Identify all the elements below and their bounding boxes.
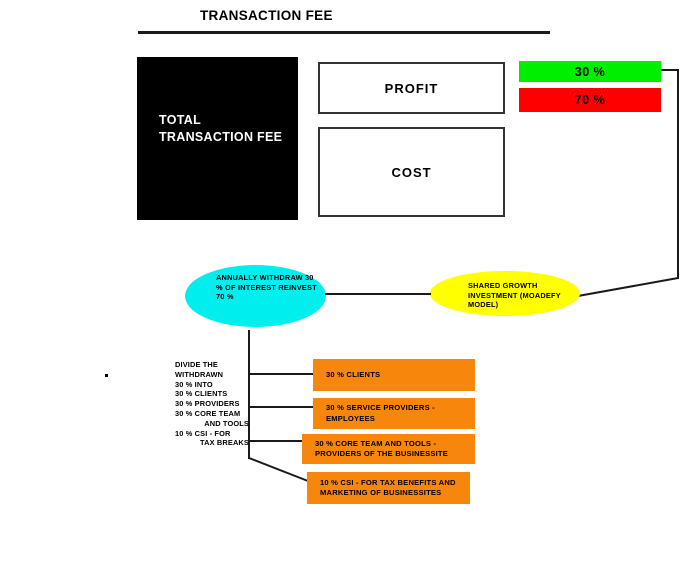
title-underline (138, 31, 550, 34)
allocation-box-clients: 30 % CLIENTS (313, 359, 475, 391)
divide-note-line-4: 30 % CLIENTS (175, 389, 228, 399)
connector-trunk-to-box-2 (248, 406, 314, 408)
cost-share-bar-red: 70 % (519, 88, 661, 112)
divide-note-line-5: 30 % PROVIDERS (175, 399, 240, 409)
connector-trunk-to-box-4 (248, 457, 309, 482)
shared-growth-investment-node: SHARED GROWTH INVESTMENT (MOADEFY MODEL) (430, 271, 580, 316)
page-title: TRANSACTION FEE (200, 8, 333, 23)
divide-note-line-6: 30 % CORE TEAM (175, 408, 241, 418)
divide-note-line-8: 10 % CSI - FOR (175, 428, 231, 438)
divide-note-line-9: TAX BREAKS (200, 438, 249, 448)
cost-box: COST (318, 127, 505, 217)
connector-trunk (248, 340, 250, 459)
allocation-box-csi: 10 % CSI - FOR TAX BENEFITS AND MARKETIN… (307, 472, 470, 504)
allocation-box-service-providers-label: 30 % SERVICE PROVIDERS - EMPLOYEES (326, 403, 435, 423)
cost-share-percent-label: 70 % (574, 93, 606, 107)
annual-withdraw-node: ANNUALLY WITHDRAW 30 % OF INTEREST REINV… (185, 265, 326, 327)
profit-box: PROFIT (318, 62, 505, 114)
allocation-box-service-providers: 30 % SERVICE PROVIDERS - EMPLOYEES (313, 398, 475, 429)
allocation-box-csi-label: 10 % CSI - FOR TAX BENEFITS AND MARKETIN… (320, 477, 456, 498)
profit-label: PROFIT (384, 80, 439, 96)
stray-dot-mark (105, 374, 108, 377)
divide-note-line-1: DIVIDE THE (175, 360, 218, 369)
total-transaction-fee-box: TOTAL TRANSACTION FEE (137, 57, 298, 220)
allocation-box-clients-label: 30 % CLIENTS (326, 369, 381, 379)
connector-cyan-to-yellow (325, 293, 431, 295)
profit-share-bar-green: 30 % (519, 61, 661, 82)
connector-trunk-to-box-1 (248, 373, 314, 375)
divide-note-line-3: 30 % INTO (175, 379, 213, 389)
annual-withdraw-label: ANNUALLY WITHDRAW 30 % OF INTEREST REINV… (216, 273, 317, 302)
connector-trunk-to-box-3 (248, 440, 303, 442)
total-transaction-fee-label: TOTAL TRANSACTION FEE (159, 113, 283, 144)
allocation-box-core-team: 30 % CORE TEAM AND TOOLS - PROVIDERS OF … (302, 434, 475, 464)
connector-right-vertical (677, 69, 679, 279)
connector-right-to-yellow (577, 277, 679, 297)
divide-note-line-2: WITHDRAWN (175, 369, 224, 379)
connector-green-to-right (661, 69, 679, 71)
divide-note-line-7: AND TOOLS (204, 418, 249, 428)
connector-cyan-stub (248, 330, 250, 342)
allocation-box-core-team-label: 30 % CORE TEAM AND TOOLS - PROVIDERS OF … (315, 438, 449, 459)
cost-label: COST (391, 164, 432, 180)
profit-share-percent-label: 30 % (574, 64, 606, 79)
shared-growth-investment-label: SHARED GROWTH INVESTMENT (MOADEFY MODEL) (468, 281, 561, 310)
